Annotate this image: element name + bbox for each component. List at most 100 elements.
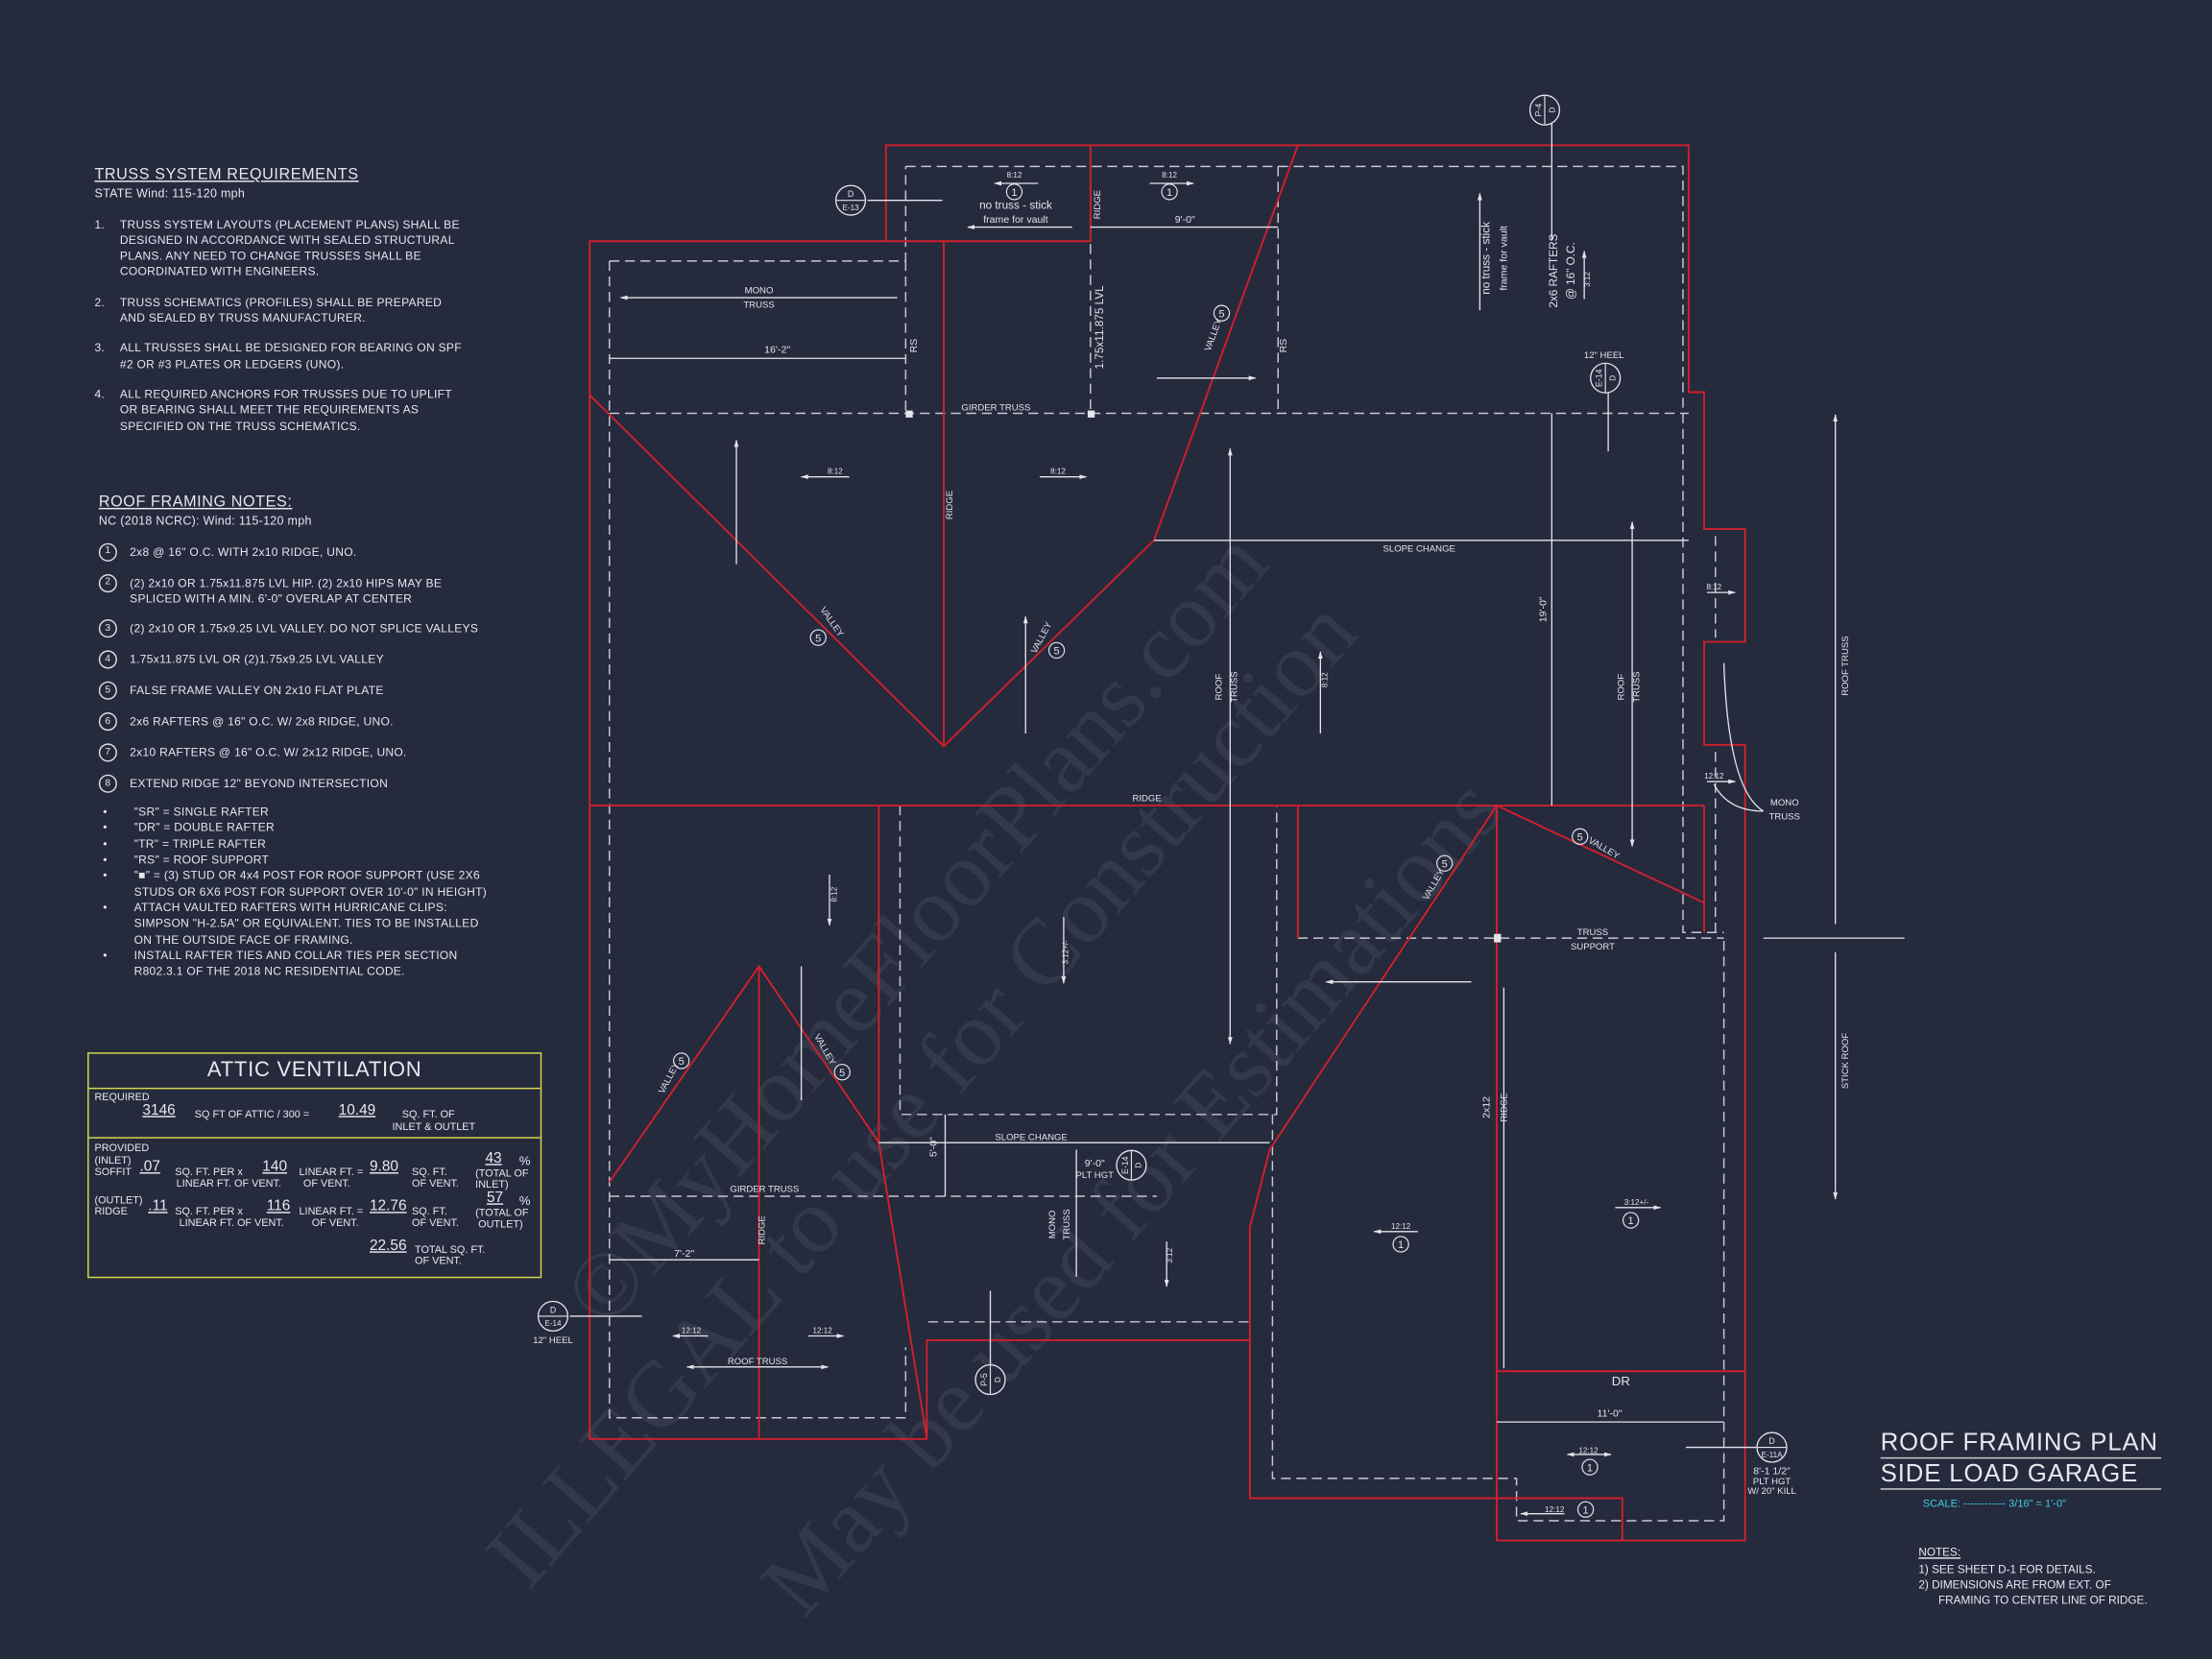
- outlet-pct-label-2: OUTLET): [478, 1217, 523, 1231]
- section-marker: D E-14: [537, 1300, 569, 1333]
- lf-label-2: OF VENT.: [311, 1215, 359, 1229]
- wall-dashed-lines: [609, 165, 1725, 1522]
- roof-notes-subheading: NC (2018 NCRC): Wind: 115-120 mph: [98, 514, 312, 528]
- plan-label: ROOF: [1214, 674, 1224, 701]
- plan-label: 8:12: [1162, 171, 1177, 180]
- note-reference-number: 5: [815, 633, 821, 644]
- note-number-circle: 6: [98, 712, 117, 732]
- percent-sign: %: [518, 1153, 531, 1168]
- bullet-icon: •: [103, 805, 108, 819]
- soffit-label: SOFFIT: [94, 1165, 132, 1178]
- section-marker: E-14 D: [1116, 1149, 1147, 1181]
- note-reference-number: 1: [1166, 187, 1172, 199]
- bullet-icon: •: [103, 837, 108, 851]
- bullet-icon: •: [103, 869, 108, 882]
- plan-label: 8:12: [1007, 171, 1022, 180]
- truss-system-requirements: TRUSS SYSTEM REQUIREMENTS STATE Wind: 11…: [94, 167, 468, 448]
- marker-top: E-14: [1120, 1156, 1130, 1174]
- roof-note-item: 3(2) 2x10 OR 1.75x9.25 LVL VALLEY. DO NO…: [98, 619, 493, 638]
- plan-label: ROOF: [1616, 674, 1626, 701]
- truss-requirement-item: 3.ALL TRUSSES SHALL BE DESIGNED FOR BEAR…: [94, 341, 468, 373]
- note-reference-circle: 1: [1005, 183, 1023, 201]
- ridge-area: 12.76: [369, 1197, 407, 1215]
- section-marker: D E-11A: [1756, 1431, 1788, 1463]
- bullet-icon: •: [103, 901, 108, 915]
- plan-label: TRUSS: [743, 300, 774, 310]
- required-unit-2: INLET & OUTLET: [392, 1119, 476, 1133]
- note-reference-circle: 5: [833, 1064, 851, 1081]
- ridge-label: RIDGE: [94, 1204, 128, 1218]
- soffit-linear-ft: 140: [262, 1158, 288, 1176]
- plan-label: 16'-2": [764, 344, 790, 355]
- post-marker: [905, 410, 913, 418]
- note-reference-circle: 1: [1392, 1236, 1409, 1253]
- soffit-rate: .07: [139, 1158, 160, 1176]
- plan-label: 3:12+/-: [1061, 940, 1070, 965]
- note-reference-number: 1: [1011, 187, 1017, 199]
- drawing-scale: SCALE: ------------ 3/16" = 1'-0": [1922, 1497, 2067, 1510]
- note-reference-circle: 1: [1161, 183, 1178, 201]
- plan-label: SLOPE CHANGE: [995, 1132, 1067, 1142]
- note-reference-number: 5: [839, 1068, 845, 1079]
- inlet-pct-label-2: INLET): [475, 1177, 509, 1191]
- attic-sqft-value: 3146: [142, 1101, 176, 1119]
- bullet-text: "■" = (3) STUD OR 4x4 POST FOR ROOF SUPP…: [133, 869, 488, 899]
- note-reference-number: 1: [1628, 1215, 1634, 1227]
- roof-note-item: 2(2) 2x10 OR 1.75x11.875 LVL HIP. (2) 2x…: [98, 573, 493, 607]
- note-reference-circle: 5: [1213, 304, 1231, 322]
- roof-note-bullet: • INSTALL RAFTER TIES AND COLLAR TIES PER…: [99, 948, 493, 979]
- bullet-text: INSTALL RAFTER TIES AND COLLAR TIES PER …: [133, 949, 458, 978]
- plan-label: 8:12: [1706, 583, 1721, 591]
- item-text: TRUSS SCHEMATICS (PROFILES) SHALL BE PRE…: [119, 296, 443, 325]
- plan-label: 2x12: [1481, 1096, 1493, 1118]
- plan-label: MONO: [1047, 1211, 1058, 1239]
- lf-label: LINEAR FT. =: [299, 1204, 364, 1218]
- title-note: 1) SEE SHEET D-1 FOR DETAILS.: [1918, 1563, 2096, 1576]
- note-reference-number: 5: [1218, 308, 1224, 320]
- per-label-2: LINEAR FT. OF VENT.: [179, 1215, 284, 1229]
- title-note: FRAMING TO CENTER LINE OF RIDGE.: [1937, 1594, 2148, 1607]
- truss-requirement-item: 4.ALL REQUIRED ANCHORS FOR TRUSSES DUE T…: [94, 387, 468, 435]
- plan-label: 12:12: [1578, 1446, 1599, 1455]
- note-reference-number: 1: [1583, 1504, 1589, 1516]
- support-posts: [905, 410, 1502, 943]
- post-marker: [1087, 410, 1095, 418]
- area-label: SQ. FT.: [412, 1165, 447, 1178]
- plan-label: RIDGE: [1132, 794, 1161, 805]
- roof-note-bullet: •"DR" = DOUBLE RAFTER: [99, 820, 493, 836]
- bullet-text: "TR" = TRIPLE RAFTER: [133, 837, 267, 851]
- plan-label: 5'-0": [928, 1137, 940, 1157]
- truss-requirement-item: 2.TRUSS SCHEMATICS (PROFILES) SHALL BE P…: [94, 295, 468, 326]
- plan-label: GIRDER TRUSS: [730, 1185, 799, 1195]
- item-number: 1.: [94, 218, 106, 231]
- plan-label: 1.75x11.875 LVL: [1094, 285, 1106, 370]
- roof-note-bullet: •"RS" = ROOF SUPPORT: [99, 853, 493, 869]
- attic-ventilation-table: ATTIC VENTILATION REQUIRED 3146 SQ FT OF…: [87, 1052, 542, 1279]
- marker-bottom: D: [1548, 108, 1556, 113]
- note-number-circle: 4: [98, 650, 117, 669]
- plan-label: frame for vault: [1498, 226, 1509, 291]
- total-label-2: OF VENT.: [415, 1254, 462, 1267]
- bullet-icon: •: [103, 949, 108, 962]
- note-reference-circle: 1: [1576, 1501, 1595, 1518]
- marker-top: P-5: [979, 1373, 989, 1386]
- note-reference-number: 1: [1398, 1239, 1404, 1251]
- title-note: 2) DIMENSIONS ARE FROM EXT. OF: [1918, 1578, 2111, 1592]
- plan-label: 7'-2": [674, 1248, 694, 1260]
- plan-label: 12:12: [1391, 1222, 1411, 1231]
- area-label-2: OF VENT.: [412, 1215, 459, 1229]
- bullet-text: ATTACH VAULTED RAFTERS WITH HURRICANE CL…: [133, 901, 479, 947]
- plan-label: MONO: [745, 286, 774, 297]
- bullet-icon: •: [103, 821, 108, 835]
- roof-note-bullet: •"SR" = SINGLE RAFTER: [99, 805, 493, 821]
- drawing-subtitle: SIDE LOAD GARAGE: [1880, 1458, 2161, 1490]
- plan-label: RS: [1278, 339, 1289, 353]
- plan-label: 12:12: [1704, 772, 1724, 781]
